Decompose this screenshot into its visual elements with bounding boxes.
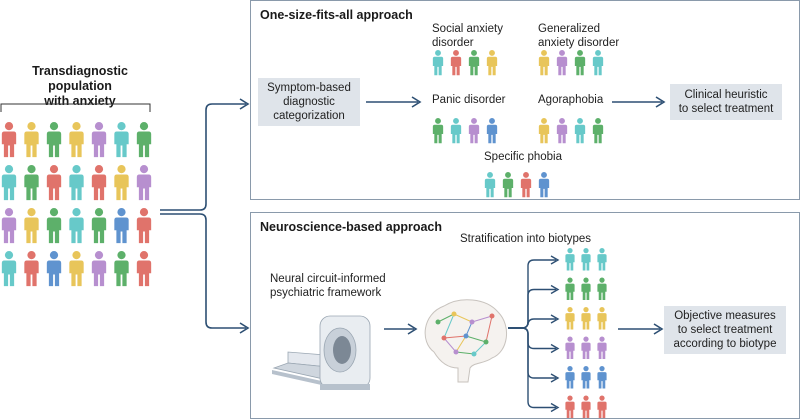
population-bracket (0, 103, 151, 112)
person-icon (597, 366, 607, 389)
stratification-label: Stratification into biotypes (460, 233, 592, 245)
diagnostic-groups (432, 50, 604, 198)
group-label-agoraphobia: Agoraphobia (538, 94, 604, 106)
heuristic-line2: to select treatment (678, 103, 774, 115)
person-icon (1, 251, 17, 287)
person-icon (450, 118, 462, 144)
person-icon (432, 50, 444, 76)
person-icon (597, 336, 607, 359)
person-icon (136, 165, 152, 201)
person-icon (114, 208, 129, 244)
person-icon (24, 208, 39, 244)
person-icon (565, 366, 575, 389)
person-icon (581, 336, 591, 359)
symptom-box-line3: categorization (273, 110, 345, 122)
person-icon (502, 172, 514, 198)
person-icon (597, 248, 607, 271)
population-title-line1: Transdiagnostic population (32, 64, 128, 93)
top-panel-title: One-size-fits-all approach (260, 8, 413, 22)
person-icon (46, 251, 62, 287)
person-icon (597, 277, 607, 300)
person-icon (520, 172, 532, 198)
person-icon (484, 172, 496, 198)
person-icon (136, 251, 152, 287)
person-icon (565, 395, 575, 418)
person-icon (556, 118, 568, 144)
person-icon (136, 122, 152, 158)
person-icon (574, 118, 586, 144)
biotypes-to-objective-arrow (618, 323, 664, 335)
symptom-to-groups-arrow (366, 96, 422, 108)
person-icon (136, 208, 152, 244)
person-icon (538, 50, 550, 76)
person-icon (565, 248, 575, 271)
symptom-box-line1: Symptom-based (267, 82, 351, 94)
person-icon (114, 165, 129, 201)
group-label-panic-disorder: Panic disorder (432, 94, 506, 106)
groups-to-heuristic-arrow (612, 96, 666, 108)
person-icon (486, 118, 498, 144)
person-icon (69, 165, 84, 201)
person-icon (581, 307, 591, 330)
person-icon (91, 122, 107, 158)
symptom-box-line2: diagnostic (283, 96, 335, 108)
person-icon (69, 251, 84, 287)
person-icon (538, 172, 550, 198)
person-icon (581, 395, 591, 418)
objective-line2: to select treatment (677, 324, 773, 336)
person-icon (46, 208, 62, 244)
person-icon (69, 208, 84, 244)
group-label-specific-phobia: Specific phobia (484, 151, 562, 163)
objective-line1: Objective measures (674, 310, 776, 322)
biotype-fan-arrows (508, 255, 560, 413)
person-icon (450, 50, 462, 76)
clinical-heuristic-box: Clinical heuristic to select treatment (670, 84, 782, 120)
biotype-rows (565, 248, 607, 418)
person-icon (91, 208, 107, 244)
person-icon (592, 50, 604, 76)
person-icon (592, 118, 604, 144)
person-icon (114, 122, 129, 158)
split-arrows (160, 98, 250, 334)
person-icon (468, 50, 480, 76)
population-grid (1, 122, 152, 287)
person-icon (91, 165, 107, 201)
person-icon (581, 248, 591, 271)
person-icon (581, 277, 591, 300)
person-icon (565, 336, 575, 359)
person-icon (597, 307, 607, 330)
person-icon (69, 122, 84, 158)
person-icon (565, 307, 575, 330)
bottom-panel-title: Neuroscience-based approach (260, 220, 443, 234)
person-icon (574, 50, 586, 76)
person-icon (24, 165, 39, 201)
person-icon (556, 50, 568, 76)
heuristic-line1: Clinical heuristic (684, 89, 768, 101)
person-icon (46, 122, 62, 158)
person-icon (432, 118, 444, 144)
person-icon (24, 122, 39, 158)
person-icon (24, 251, 39, 287)
objective-measures-box: Objective measures to select treatment a… (664, 306, 786, 354)
scanner-to-brain-arrow (384, 323, 418, 335)
person-icon (46, 165, 62, 201)
person-icon (538, 118, 550, 144)
person-icon (114, 251, 129, 287)
brain-network-illustration (424, 299, 507, 383)
person-icon (468, 118, 480, 144)
symptom-categorization-box: Symptom-based diagnostic categorization (258, 78, 360, 126)
objective-line3: according to biotype (673, 338, 777, 350)
person-icon (1, 165, 17, 201)
person-icon (1, 208, 17, 244)
person-icon (581, 366, 591, 389)
person-icon (91, 251, 107, 287)
person-icon (486, 50, 498, 76)
person-icon (565, 277, 575, 300)
mri-scanner-illustration (272, 315, 371, 390)
person-icon (1, 122, 17, 158)
person-icon (597, 395, 607, 418)
